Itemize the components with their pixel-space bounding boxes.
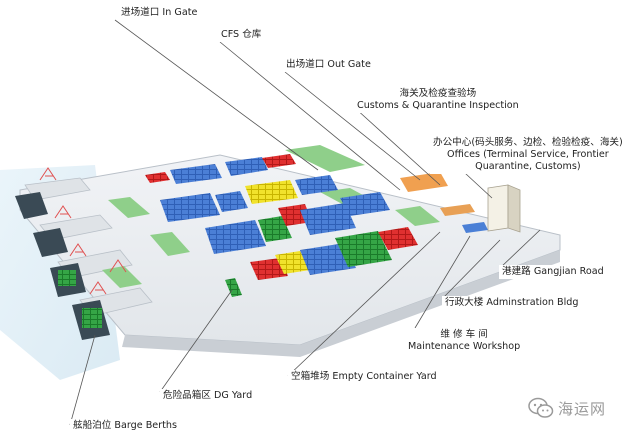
label-admin-bldg: 行政大楼 Adminstration Bldg <box>442 296 582 310</box>
label-maintenance: 维 修 车 间 Maintenance Workshop <box>405 328 524 354</box>
leader-barge-berths <box>69 334 96 426</box>
barges <box>15 192 110 340</box>
label-gangjian-road: 港建路 Gangjian Road <box>499 265 607 279</box>
label-out-gate: 出场道口 Out Gate <box>283 58 374 72</box>
buildings <box>400 172 521 233</box>
leader-cfs <box>219 41 401 191</box>
label-offices-en-1: Offices (Terminal Service, Frontier <box>447 149 609 160</box>
label-in-gate: 进场道口 In Gate <box>118 6 201 20</box>
label-offices-cn: 办公中心(码头服务、边检、检验检疫、海关) <box>433 137 623 148</box>
leader-gangjian-road <box>499 229 541 269</box>
label-offices: 办公中心(码头服务、边检、检验检疫、海关) Offices (Terminal … <box>430 136 626 174</box>
leader-customs <box>354 107 441 186</box>
label-empty-yard: 空箱堆场 Empty Container Yard <box>288 370 440 384</box>
green-areas <box>102 145 440 288</box>
label-customs: 海关及检疫查验场 Customs & Quarantine Inspection <box>354 87 522 113</box>
label-customs-cn: 海关及检疫查验场 <box>399 88 477 99</box>
label-maintenance-en: Maintenance Workshop <box>408 341 521 352</box>
label-cfs: CFS 仓库 <box>218 28 265 42</box>
leader-out-gate <box>284 71 421 181</box>
label-maintenance-cn: 维 修 车 间 <box>440 329 488 340</box>
label-dg-yard: 危险品箱区 DG Yard <box>160 389 256 403</box>
leader-in-gate <box>114 19 319 171</box>
leader-admin-bldg <box>442 239 501 299</box>
label-customs-en: Customs & Quarantine Inspection <box>357 100 519 111</box>
leader-empty-yard <box>287 231 441 377</box>
label-barge-berths: 舷船泊位 Barge Berths <box>70 419 180 433</box>
terminal-platform <box>19 154 561 357</box>
label-offices-en-2: Quarantine, Customs) <box>475 161 581 172</box>
cranes <box>39 167 127 295</box>
wechat-logo-icon <box>528 397 554 418</box>
leader-dg-yard <box>159 289 233 393</box>
watermark-text: 海运网 <box>558 399 607 418</box>
watermark: 海运网 <box>528 395 638 421</box>
container-stacks <box>145 154 418 297</box>
leader-maintenance <box>414 235 471 329</box>
